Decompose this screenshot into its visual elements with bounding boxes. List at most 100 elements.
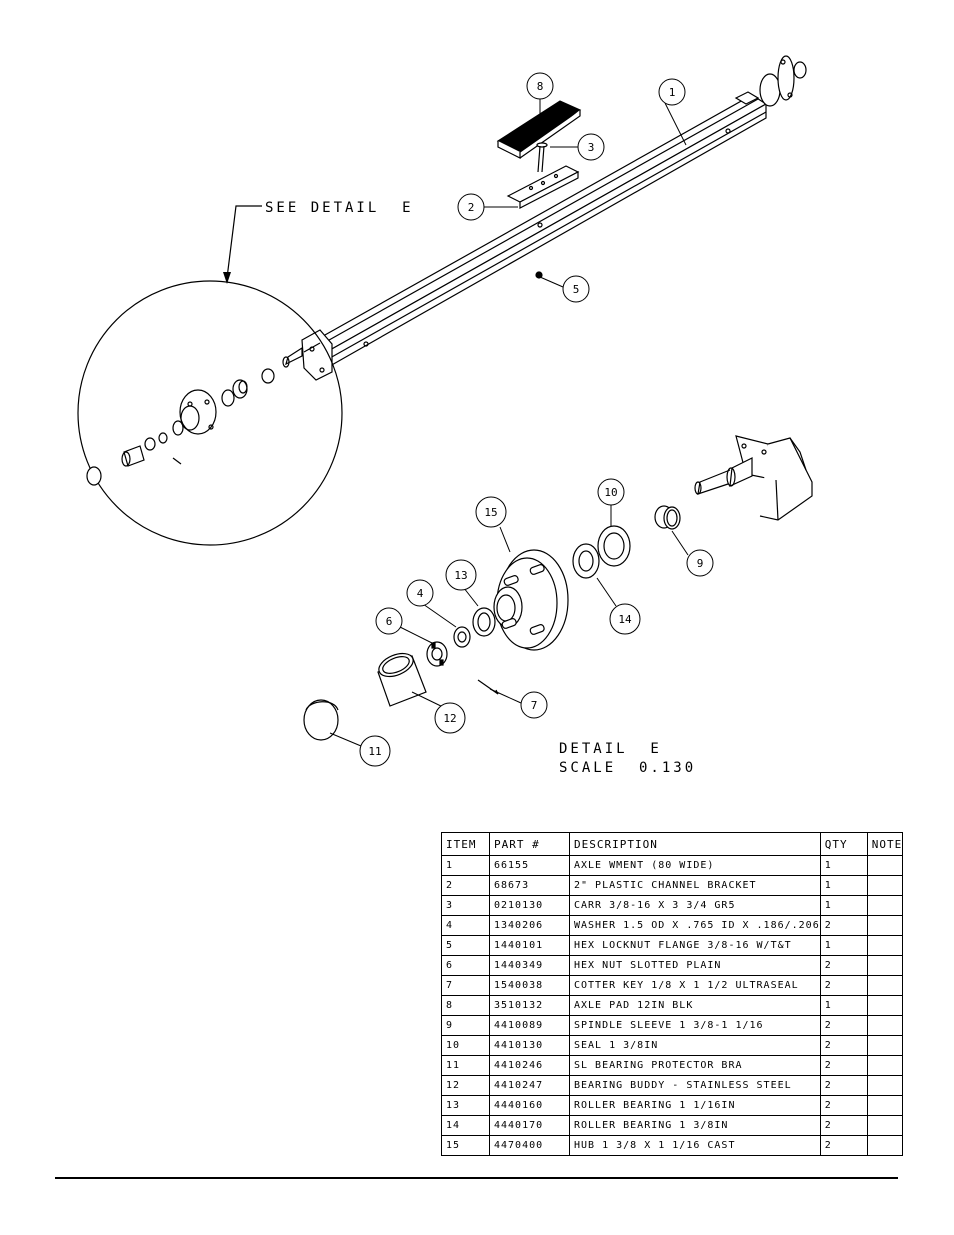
- cell-item: 8: [441, 995, 490, 1016]
- cell-item: 9: [441, 1015, 490, 1036]
- callout-bubbles: 1 2 3 4 5 6 7 8 9 10 11 12 13 14 15: [359, 72, 714, 767]
- cell-qty: 1: [819, 875, 868, 896]
- callout-10: 10: [597, 478, 625, 506]
- spindle-sleeve: [654, 505, 681, 530]
- svg-text:1: 1: [669, 86, 676, 99]
- axle-pad: [496, 100, 582, 159]
- cell-item: 13: [441, 1095, 490, 1116]
- axle-beam: [282, 55, 807, 381]
- cell-item: 2: [441, 875, 490, 896]
- see-detail-leader: [223, 205, 262, 284]
- callout-12: 12: [434, 702, 466, 734]
- cell-part: 1540038: [489, 975, 570, 996]
- cell-note: [866, 1135, 904, 1156]
- svg-text:14: 14: [618, 613, 632, 626]
- svg-text:11: 11: [368, 745, 381, 758]
- cell-description: SPINDLE SLEEVE 1 3/8-1 1/16: [569, 1015, 821, 1036]
- cell-note: [866, 915, 904, 936]
- cell-part: 4440160: [489, 1095, 570, 1116]
- roller-bearing-large: [572, 543, 600, 579]
- detail-circle-parts: [86, 368, 275, 486]
- cell-description: SL BEARING PROTECTOR BRA: [569, 1055, 821, 1076]
- cell-note: [866, 1035, 904, 1056]
- svg-text:8: 8: [537, 80, 544, 93]
- cell-note: [866, 975, 904, 996]
- header-part: PART #: [489, 832, 570, 856]
- svg-text:10: 10: [604, 486, 617, 499]
- callout-1: 1: [658, 78, 686, 106]
- cell-part: 66155: [489, 855, 570, 876]
- cell-note: [866, 1075, 904, 1096]
- header-note: NOTE: [866, 832, 904, 856]
- svg-text:13: 13: [454, 569, 467, 582]
- cell-description: HEX NUT SLOTTED PLAIN: [569, 955, 821, 976]
- bearing-buddy: [377, 652, 427, 707]
- cell-item: 1: [441, 855, 490, 876]
- cell-qty: 2: [819, 1115, 868, 1136]
- callout-3: 3: [577, 133, 605, 161]
- channel-bracket: [506, 165, 580, 209]
- svg-text:2: 2: [468, 201, 475, 214]
- callout-11: 11: [359, 735, 391, 767]
- cell-qty: 2: [819, 915, 868, 936]
- page-rule: [55, 1177, 898, 1179]
- callout-14: 14: [609, 603, 641, 635]
- cotter-key: [477, 679, 499, 695]
- cell-part: 4410130: [489, 1035, 570, 1056]
- cell-qty: 2: [819, 1015, 868, 1036]
- cell-note: [866, 935, 904, 956]
- cell-part: 4410089: [489, 1015, 570, 1036]
- cell-item: 7: [441, 975, 490, 996]
- cell-item: 11: [441, 1055, 490, 1076]
- cell-item: 10: [441, 1035, 490, 1056]
- cell-qty: 2: [819, 1095, 868, 1116]
- header-item: ITEM: [441, 832, 490, 856]
- cell-note: [866, 1055, 904, 1076]
- cell-item: 6: [441, 955, 490, 976]
- cell-description: 2" PLASTIC CHANNEL BRACKET: [569, 875, 821, 896]
- cell-qty: 1: [819, 895, 868, 916]
- cell-part: 68673: [489, 875, 570, 896]
- callout-7: 7: [520, 691, 548, 719]
- cell-note: [866, 1115, 904, 1136]
- callout-15: 15: [475, 496, 507, 528]
- hex-locknut: [535, 271, 543, 279]
- cell-note: [866, 1015, 904, 1036]
- cell-qty: 1: [819, 855, 868, 876]
- cell-item: 4: [441, 915, 490, 936]
- detail-title: DETAIL E: [559, 741, 662, 757]
- svg-text:4: 4: [417, 587, 424, 600]
- callout-leaders: [329, 97, 689, 747]
- cell-item: 14: [441, 1115, 490, 1136]
- cell-note: [866, 955, 904, 976]
- cell-description: AXLE WMENT (80 WIDE): [569, 855, 821, 876]
- cell-part: 1440101: [489, 935, 570, 956]
- callout-2: 2: [457, 193, 485, 221]
- bearing-protector: [303, 699, 339, 741]
- carriage-bolt: [536, 142, 548, 173]
- cell-description: HEX LOCKNUT FLANGE 3/8-16 W/T&T: [569, 935, 821, 956]
- svg-text:12: 12: [443, 712, 456, 725]
- exploded-axle-drawing: SEE DETAIL E: [77, 55, 813, 776]
- header-description: DESCRIPTION: [569, 832, 821, 856]
- svg-text:6: 6: [386, 615, 393, 628]
- washer: [453, 626, 471, 648]
- cell-note: [866, 895, 904, 916]
- cell-part: 4470400: [489, 1135, 570, 1156]
- cell-description: CARR 3/8-16 X 3 3/4 GR5: [569, 895, 821, 916]
- roller-bearing-small: [472, 607, 496, 637]
- cell-part: 1440349: [489, 955, 570, 976]
- svg-text:9: 9: [697, 557, 704, 570]
- cell-description: ROLLER BEARING 1 1/16IN: [569, 1095, 821, 1116]
- detail-circle: [77, 280, 343, 546]
- svg-text:3: 3: [588, 141, 595, 154]
